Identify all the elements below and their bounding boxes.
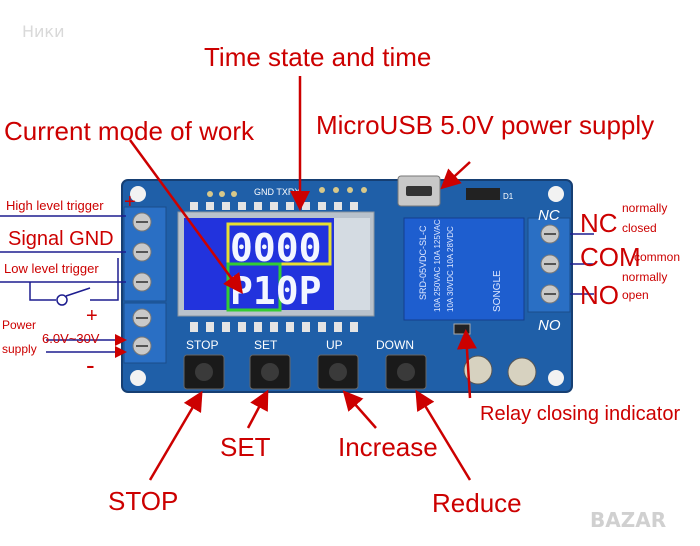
label-high-level: High level trigger bbox=[6, 198, 104, 213]
label-com: COM bbox=[580, 242, 641, 272]
relay-brand: SONGLE bbox=[492, 270, 503, 312]
relay-rating-2: 10A 30VDC 10A 28VDC bbox=[446, 226, 455, 312]
mount-hole-tr bbox=[548, 186, 564, 202]
right-wiring bbox=[570, 233, 594, 295]
label-relay-indicator: Relay closing indicator bbox=[480, 403, 681, 425]
label-normally-2: normally bbox=[622, 270, 668, 284]
minus-sign-power: - bbox=[86, 350, 95, 380]
capacitor-1 bbox=[463, 355, 493, 385]
callout-lines bbox=[128, 76, 477, 481]
left-terminal-block-top bbox=[123, 206, 167, 302]
relay-led bbox=[453, 323, 471, 335]
capacitor-2 bbox=[507, 357, 537, 387]
board-btn-down-label: DOWN bbox=[376, 338, 414, 352]
display-time: 0000 bbox=[230, 226, 322, 270]
relay-model: SRD-05VDC-SL-C bbox=[418, 225, 428, 300]
label-no: NO bbox=[580, 280, 619, 310]
display-mode: P10P bbox=[230, 269, 322, 313]
label-open: open bbox=[622, 288, 649, 302]
mount-hole-br bbox=[548, 370, 564, 386]
label-normally-1: normally bbox=[622, 201, 668, 215]
board-btn-stop-label: STOP bbox=[186, 338, 218, 352]
diode bbox=[466, 188, 500, 200]
label-common: common bbox=[634, 250, 681, 264]
header-label: GND TXRX bbox=[254, 187, 300, 197]
board-nc: NC bbox=[538, 207, 560, 224]
lcd-side-panel bbox=[334, 218, 370, 310]
mount-hole-tl bbox=[130, 186, 146, 202]
label-low-level: Low level trigger bbox=[4, 261, 99, 276]
label-stop: STOP bbox=[108, 486, 179, 516]
relay-rating-1: 10A 250VAC 10A 125VAC bbox=[433, 219, 442, 312]
label-reduce: Reduce bbox=[432, 488, 522, 518]
board-no: NO bbox=[538, 317, 561, 334]
label-power: Power bbox=[2, 318, 37, 332]
buttons: STOP SET UP DOWN bbox=[183, 338, 427, 390]
d1-label: D1 bbox=[503, 192, 514, 201]
label-increase: Increase bbox=[338, 432, 438, 462]
mount-hole-bl bbox=[130, 370, 146, 386]
left-terminal-block-bottom bbox=[123, 302, 167, 364]
label-supply: supply bbox=[2, 342, 37, 356]
label-set: SET bbox=[220, 432, 271, 462]
left-wiring bbox=[0, 215, 127, 358]
brand-watermark: BAZAR bbox=[590, 508, 667, 532]
label-voltage: 6.0V~30V bbox=[42, 331, 100, 346]
plus-sign-power: + bbox=[86, 305, 98, 327]
board-btn-up-label: UP bbox=[326, 338, 343, 352]
watermark: Ники bbox=[22, 22, 65, 41]
plus-sign-top: + bbox=[124, 191, 136, 213]
label-closed: closed bbox=[622, 221, 657, 235]
label-current-mode: Current mode of work bbox=[4, 116, 254, 146]
board-btn-set-label: SET bbox=[254, 338, 278, 352]
label-time-state: Time state and time bbox=[204, 42, 432, 72]
label-microusb: MicroUSB 5.0V power supply bbox=[316, 110, 655, 140]
right-terminal-block bbox=[527, 217, 571, 313]
header-pads bbox=[207, 187, 367, 197]
label-signal-gnd: Signal GND bbox=[8, 228, 114, 250]
relay bbox=[403, 217, 525, 321]
label-nc: NC bbox=[580, 208, 618, 238]
